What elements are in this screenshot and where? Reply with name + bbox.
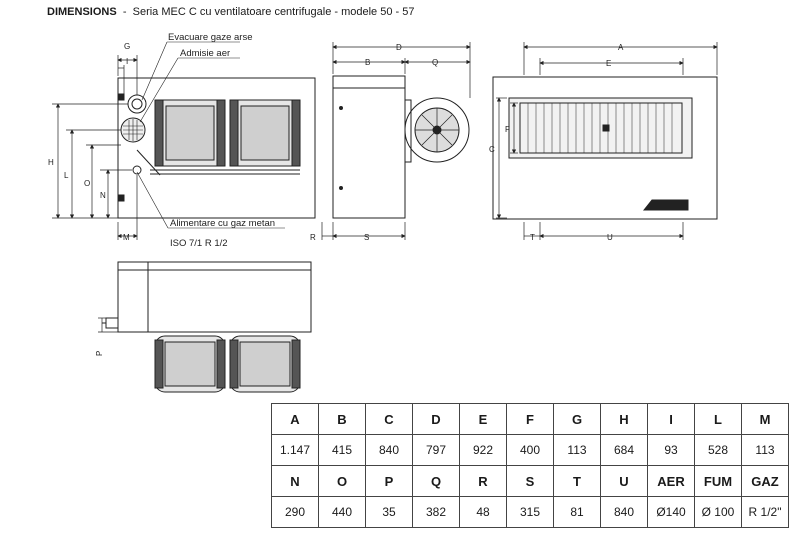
value-cell: 35	[365, 496, 413, 528]
dim-letter-T: T	[530, 233, 535, 242]
value-cell: 48	[459, 496, 507, 528]
header-cell: Q	[412, 465, 460, 497]
page-title: DIMENSIONS - Seria MEC C cu ventilatoare…	[47, 6, 414, 18]
dim-letter-B: B	[365, 58, 370, 67]
table-row: 1.147 415 840 797 922 400 113 684 93 528…	[271, 434, 789, 466]
title-separator: -	[122, 6, 127, 18]
value-cell: 528	[694, 434, 742, 466]
value-cell: 922	[459, 434, 507, 466]
technical-drawing: G I H L O N M Evacuare gaze arse Admisie…	[48, 32, 718, 393]
label-air-intake: Admisie aer	[180, 48, 230, 59]
header-cell: O	[318, 465, 366, 497]
value-cell: R 1/2"	[741, 496, 789, 528]
front-dimensions	[52, 55, 138, 240]
header-cell: R	[459, 465, 507, 497]
value-cell: 797	[412, 434, 460, 466]
value-cell: Ø140	[647, 496, 695, 528]
header-cell: T	[553, 465, 601, 497]
dim-letter-R: R	[310, 233, 316, 242]
value-cell: Ø 100	[694, 496, 742, 528]
dim-letter-Q: Q	[432, 58, 438, 67]
title-prefix: DIMENSIONS	[47, 6, 117, 18]
dim-letter-U: U	[607, 233, 613, 242]
dim-letter-O: O	[84, 179, 90, 188]
header-cell: S	[506, 465, 554, 497]
header-cell: AER	[647, 465, 695, 497]
value-cell: 440	[318, 496, 366, 528]
front-housing	[117, 77, 316, 219]
label-gas-thread: ISO 7/1 R 1/2	[170, 238, 228, 249]
value-cell: 113	[553, 434, 601, 466]
side-dimensions	[321, 42, 471, 240]
table-row: 290 440 35 382 48 315 81 840 Ø140 Ø 100 …	[271, 496, 789, 528]
table-row: A B C D E F G H I L M	[271, 403, 789, 435]
side-housing	[332, 75, 406, 219]
value-cell: 93	[647, 434, 695, 466]
value-cell: 400	[506, 434, 554, 466]
dim-letter-E: E	[606, 59, 611, 68]
front-view	[117, 77, 316, 219]
gas-connection	[132, 165, 142, 175]
header-cell: G	[553, 403, 601, 435]
table-row: N O P Q R S T U AER FUM GAZ	[271, 465, 789, 497]
value-cell: 840	[600, 496, 648, 528]
dim-letter-H: H	[48, 158, 54, 167]
value-cell: 840	[365, 434, 413, 466]
label-gas-supply: Alimentare cu gaz metan	[170, 218, 275, 229]
rear-view	[492, 76, 718, 220]
header-cell: E	[459, 403, 507, 435]
header-cell: C	[365, 403, 413, 435]
header-cell: I	[647, 403, 695, 435]
value-cell: 113	[741, 434, 789, 466]
top-housing	[117, 261, 312, 333]
dim-letter-M: M	[123, 233, 130, 242]
header-cell: P	[365, 465, 413, 497]
header-cell: M	[741, 403, 789, 435]
top-view	[102, 261, 312, 393]
header-cell: L	[694, 403, 742, 435]
dim-letter-G: G	[124, 42, 130, 51]
header-cell: N	[271, 465, 319, 497]
value-cell: 382	[412, 496, 460, 528]
rear-housing	[492, 76, 718, 220]
top-dimensions	[98, 317, 118, 333]
value-cell: 684	[600, 434, 648, 466]
value-cell: 290	[271, 496, 319, 528]
dim-letter-I: I	[126, 57, 128, 66]
dimensions-table: A B C D E F G H I L M 1.147 415 840 797 …	[271, 403, 789, 528]
rear-dimension-letters: A E C F T U	[489, 43, 624, 242]
header-cell: A	[271, 403, 319, 435]
front-dimension-letters: G I H L O N M	[48, 42, 130, 242]
dim-letter-N: N	[100, 191, 106, 200]
header-cell: U	[600, 465, 648, 497]
value-cell: 1.147	[271, 434, 319, 466]
header-cell: F	[506, 403, 554, 435]
title-subtitle: Seria MEC C cu ventilatoare centrifugale…	[132, 6, 415, 18]
rear-dimensions	[496, 42, 718, 240]
value-cell: 315	[506, 496, 554, 528]
header-cell: FUM	[694, 465, 742, 497]
dim-letter-L: L	[64, 171, 69, 180]
dim-letter-F: F	[505, 125, 510, 134]
callout-lines	[136, 41, 285, 229]
header-cell: B	[318, 403, 366, 435]
side-dimension-letters: D B Q R S	[310, 43, 438, 242]
side-view	[332, 75, 470, 219]
header-cell: D	[412, 403, 460, 435]
header-cell: H	[600, 403, 648, 435]
side-fan-outer	[404, 97, 470, 163]
dim-letter-C: C	[489, 145, 495, 154]
louver-grille	[508, 97, 693, 159]
header-cell: GAZ	[741, 465, 789, 497]
label-exhaust: Evacuare gaze arse	[168, 32, 253, 43]
value-cell: 415	[318, 434, 366, 466]
dim-letter-P: P	[95, 351, 104, 356]
brand-plate	[642, 199, 689, 211]
dim-letter-S: S	[364, 233, 369, 242]
callout-labels: Evacuare gaze arse Admisie aer Alimentar…	[168, 32, 275, 249]
dim-letter-A: A	[618, 43, 624, 52]
dim-letter-D: D	[396, 43, 402, 52]
value-cell: 81	[553, 496, 601, 528]
